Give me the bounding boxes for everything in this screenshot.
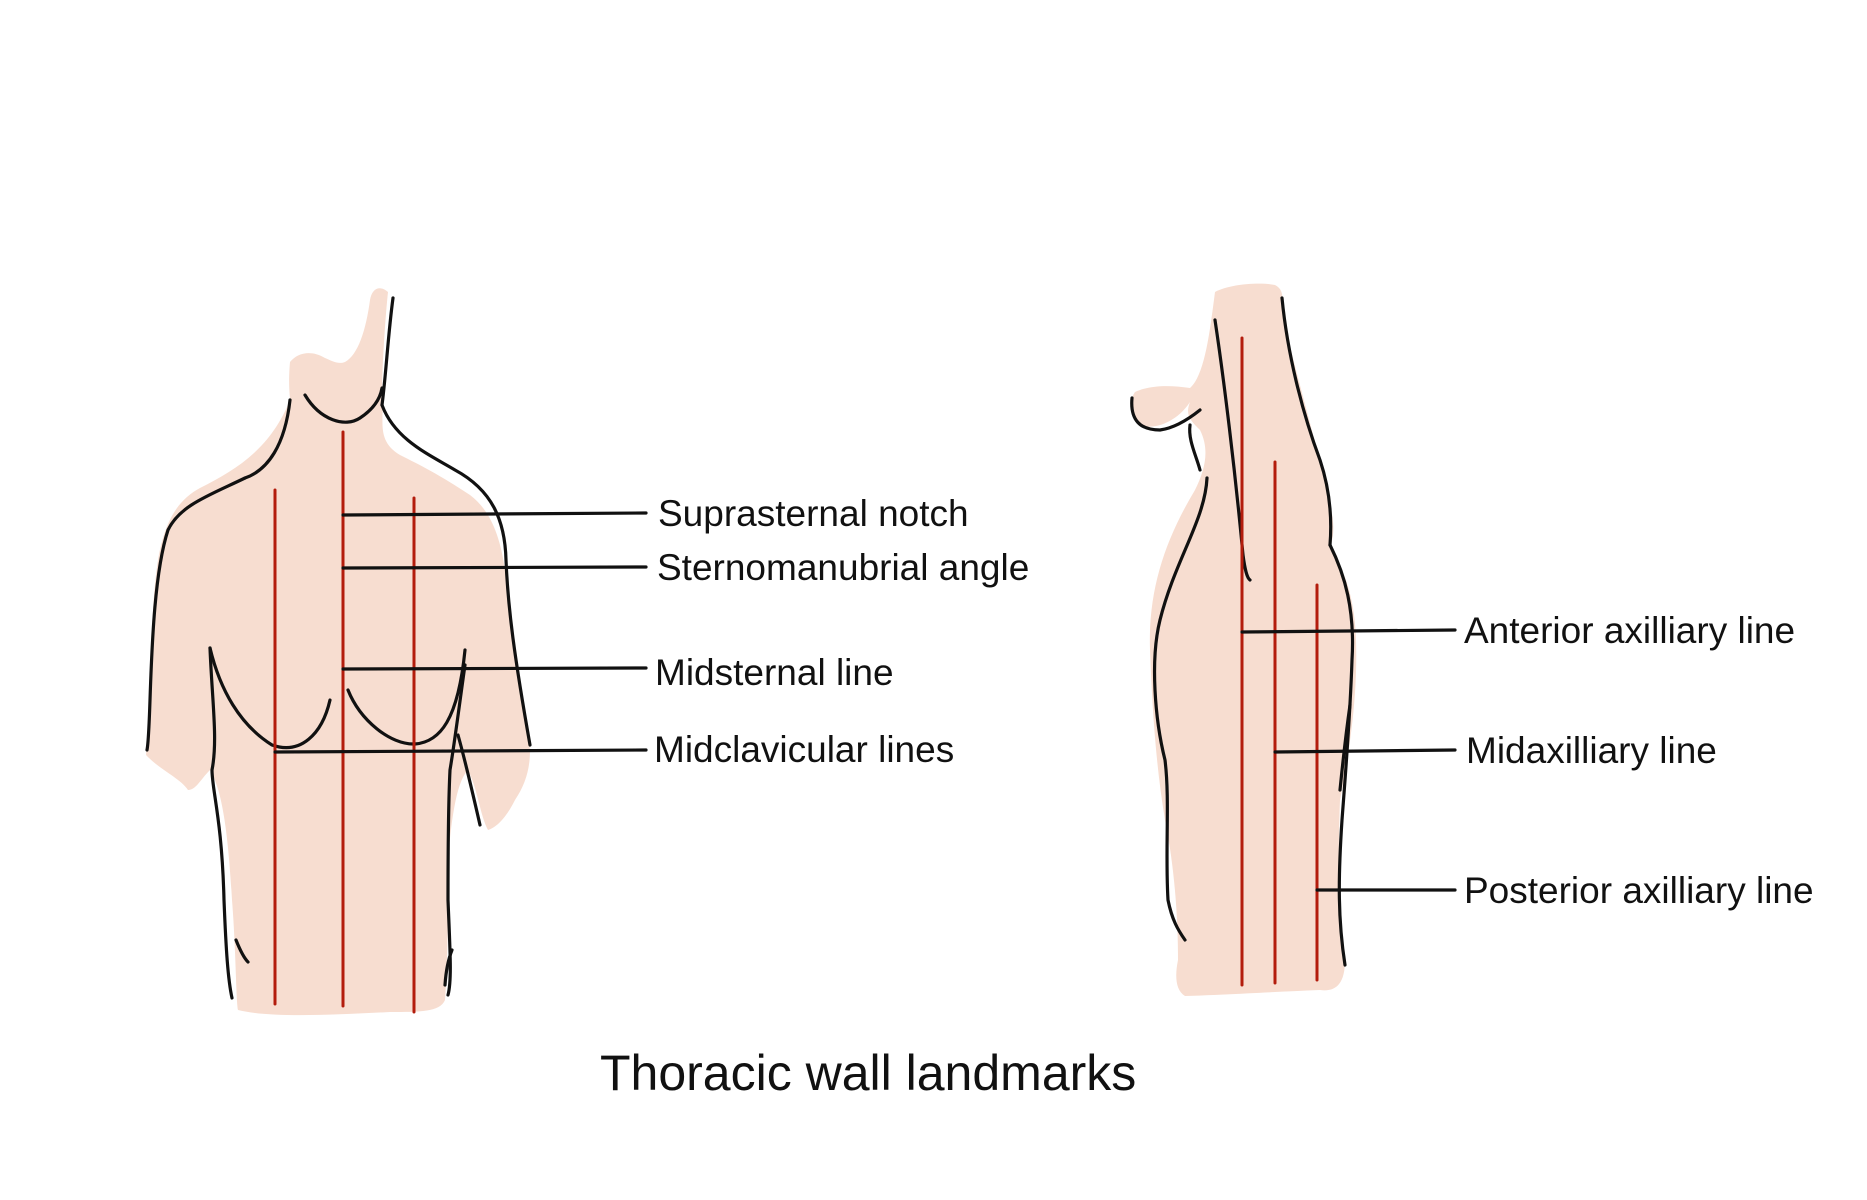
midaxillary-line-leader — [1273, 748, 1457, 754]
label-sternomanubrial-angle: Sternomanubrial angle — [657, 547, 1029, 588]
lateral-back-lower — [1328, 543, 1355, 967]
lateral-leader-lines — [1240, 628, 1457, 892]
lateral-neck-front — [1188, 423, 1202, 472]
anterior-leader-lines — [273, 511, 648, 754]
midclavicular-lines-leader — [273, 748, 648, 754]
anterior-axillary-line-leader — [1240, 628, 1457, 634]
suprasternal-notch-leader — [341, 511, 648, 517]
lateral-torso-skin — [1131, 283, 1357, 996]
label-posterior-axillary-line: Posterior axilliary line — [1464, 870, 1814, 911]
midsternal-line-leader — [341, 666, 648, 671]
anterior-left-breast-curve — [208, 646, 332, 750]
label-anterior-axillary-line: Anterior axilliary line — [1464, 610, 1795, 651]
anterior-right-arm-edge — [456, 733, 482, 827]
label-suprasternal-notch: Suprasternal notch — [658, 493, 969, 534]
anterior-neck-right-edge — [380, 296, 395, 407]
anterior-torso-figure — [145, 288, 532, 1016]
anterior-jaw-curve — [303, 386, 384, 424]
anterior-neck-left-edge — [243, 398, 292, 480]
lateral-reference-lines — [1240, 336, 1319, 987]
label-midclavicular-lines: Midclavicular lines — [654, 729, 954, 770]
sternomanubrial-angle-leader — [341, 565, 648, 570]
anterior-torso-skin — [146, 288, 530, 1016]
lateral-back-upper — [1280, 296, 1333, 547]
lateral-neck-back — [1213, 318, 1252, 582]
lateral-torso-figure — [1130, 283, 1357, 996]
label-midaxillary-line: Midaxilliary line — [1466, 730, 1717, 771]
lateral-arm-edge — [1338, 703, 1352, 792]
anterior-right-hip-mark — [443, 948, 454, 987]
anterior-left-hip-mark — [234, 938, 250, 964]
diagram-title: Thoracic wall landmarks — [600, 1045, 1136, 1101]
anterior-right-shoulder — [380, 403, 532, 747]
anterior-left-flank — [208, 646, 234, 1000]
lateral-chest-front — [1152, 476, 1209, 942]
anterior-reference-lines — [273, 430, 416, 1014]
lateral-chin — [1130, 396, 1202, 432]
label-midsternal-line: Midsternal line — [655, 652, 894, 693]
anterior-left-shoulder — [145, 476, 247, 752]
